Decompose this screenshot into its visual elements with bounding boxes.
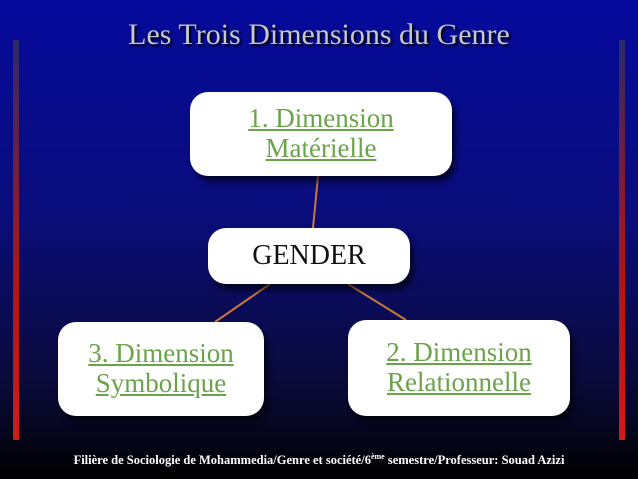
node-dimension-relationnelle[interactable]: 2. Dimension Relationnelle (348, 320, 570, 416)
slide-title: Les Trois Dimensions du Genre (128, 18, 510, 51)
node-relationnelle-label[interactable]: 2. Dimension Relationnelle (386, 337, 532, 397)
node-relationnelle-line1: 2. Dimension (386, 337, 532, 368)
node-gender: GENDER (208, 228, 410, 284)
footer-text-main: Filière de Sociologie de Mohammedia/Genr… (73, 453, 371, 468)
node-relationnelle-line2: Relationnelle (387, 367, 531, 397)
node-symbolique-line2: Symbolique (95, 368, 227, 398)
connector-right (347, 283, 407, 321)
slide-footer: Filière de Sociologie de Mohammedia/Genr… (0, 452, 638, 468)
left-accent-bar (13, 40, 19, 440)
node-dimension-materielle[interactable]: 1. Dimension Matérielle (190, 92, 452, 176)
connector-left (214, 283, 271, 323)
node-dimension-symbolique[interactable]: 3. Dimension Symbolique (58, 322, 264, 416)
connector-top (312, 175, 319, 229)
node-materielle-line1: 1. Dimension (248, 103, 394, 134)
node-materielle-label[interactable]: 1. Dimension Matérielle (221, 103, 421, 163)
node-gender-label: GENDER (252, 240, 366, 271)
node-materielle-line2: Matérielle (265, 133, 377, 163)
right-accent-bar (619, 40, 625, 440)
node-symbolique-line1: 3. Dimension (88, 338, 234, 369)
node-symbolique-label[interactable]: 3. Dimension Symbolique (88, 338, 234, 398)
footer-superscript: ème (370, 452, 385, 461)
footer-text-end: semestre/Professeur: Souad Azizi (384, 453, 565, 468)
